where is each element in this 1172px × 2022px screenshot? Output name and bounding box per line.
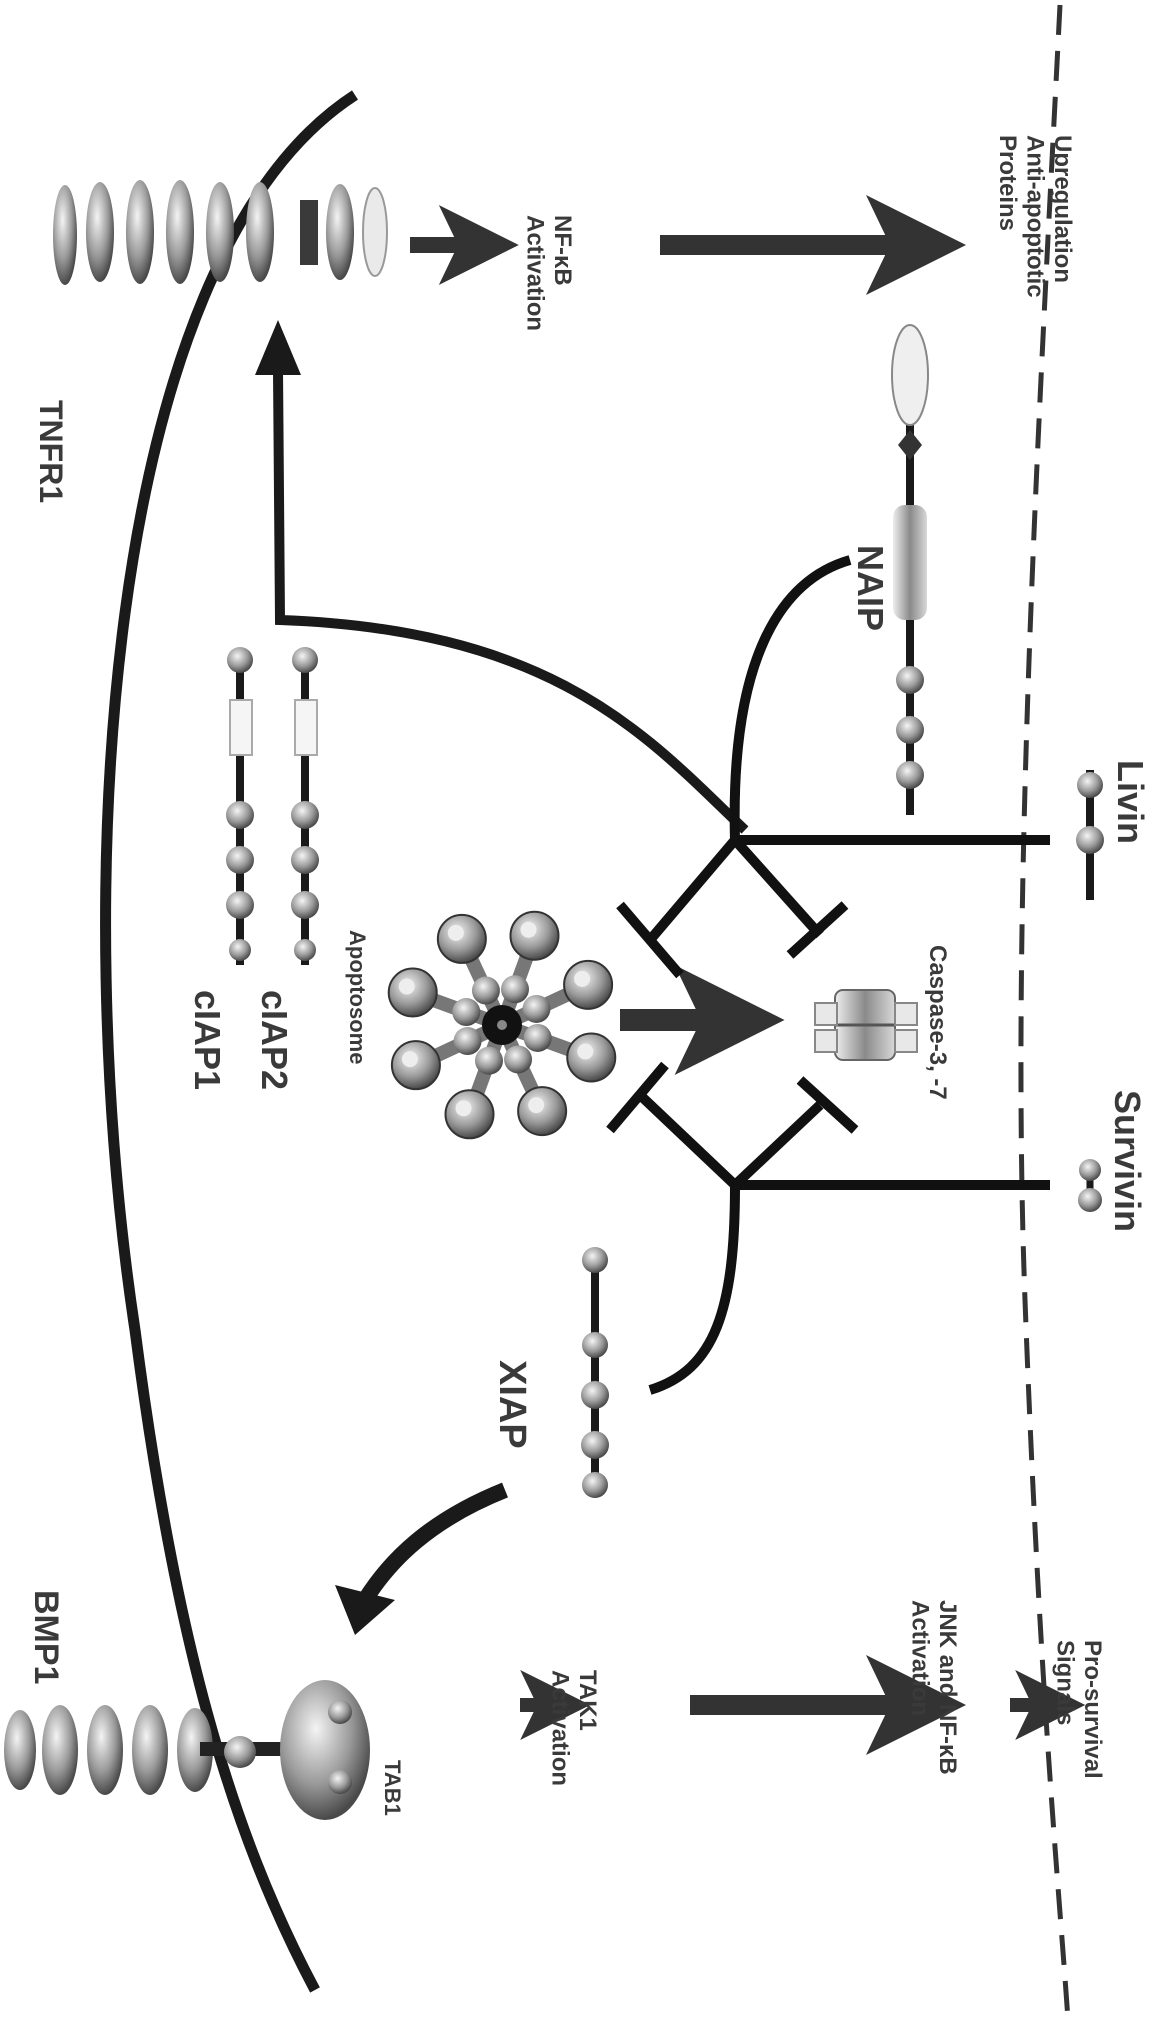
label-tak1-line: TAK1 [574,1670,601,1731]
label-tak1: TAK1Activation [546,1670,601,1786]
inhibition-lower [606,1061,1050,1395]
label-nfkb-line: NF-κB [549,215,576,286]
label-ciap1: cIAP1 [187,990,228,1090]
label-upregulation-line: Proteins [994,135,1021,231]
label-ciap2: cIAP2 [254,990,295,1090]
label-upregulation-line: Anti-apoptotic [1021,135,1048,298]
inhibition-upper [616,555,1050,979]
plasma-membrane [100,90,358,1993]
label-naip: NAIP [850,545,891,631]
label-pro-survival-line: Pro-survival [1079,1640,1106,1779]
ciap1-protein [226,647,254,965]
caspase-protein [814,989,918,1061]
label-tnfr1: TNFR1 [33,400,69,503]
label-upregulation: UpregulationAnti-apoptoticProteins [994,135,1076,298]
arrow-xiap-tab1-head [335,1585,395,1635]
label-apoptosome: Apoptosome [345,930,370,1064]
label-pro-survival-line: Signals [1051,1640,1078,1725]
label-xiap: XIAP [491,1360,533,1449]
nuclear-membrane [1018,4,1071,2021]
label-jnk: JNK and NF-κBActivation [906,1600,961,1775]
label-nfkb: NF-κBActivation [521,215,576,331]
label-jnk-line: Activation [906,1600,933,1716]
label-livin: Livin [1110,760,1151,844]
ciap2-protein [291,647,319,965]
label-bmp1: BMP1 [27,1590,65,1684]
livin-protein [1076,770,1104,900]
survivin-protein [1078,1159,1102,1212]
arrow-xiap-tab1 [358,1482,508,1605]
label-survivin: Survivin [1107,1090,1148,1232]
tab1-protein [280,1680,370,1820]
label-jnk-line: JNK and NF-κB [934,1600,961,1775]
arrow-ciap-tnfr1 [273,369,749,834]
xiap-protein [581,1247,609,1498]
label-upregulation-line: Upregulation [1049,135,1076,283]
apoptosome [387,910,617,1140]
label-pro-survival: Pro-survivalSignals [1051,1640,1106,1779]
naip-protein [891,324,929,815]
label-tab1: TAB1 [380,1760,405,1816]
bmp1-receptor [4,1705,320,1795]
label-nfkb-line: Activation [521,215,548,331]
tnfr1-receptor [53,180,388,285]
label-caspase: Caspase-3, -7 [924,945,951,1100]
label-tak1-line: Activation [546,1670,573,1786]
arrow-ciap-tnfr1-head [255,320,301,375]
